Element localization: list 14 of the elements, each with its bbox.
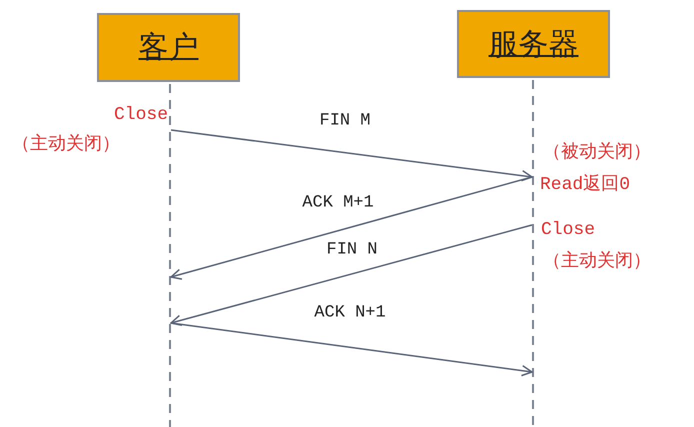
- lifeline: [169, 84, 171, 427]
- state-note: （主动关闭）: [543, 251, 651, 273]
- message-arrow: [170, 224, 532, 326]
- lifeline: [532, 80, 534, 427]
- state-note: Read返回0: [540, 174, 630, 196]
- state-note: （被动关闭）: [543, 142, 651, 164]
- participant-box: 客户: [97, 13, 240, 82]
- message-arrow: [170, 322, 533, 376]
- state-note: Close: [114, 104, 168, 126]
- message-arrow: [170, 129, 533, 182]
- state-note: （主动关闭）: [12, 134, 120, 156]
- state-note: Close: [541, 219, 596, 241]
- message-arrow: [170, 176, 532, 280]
- participant-box: 服务器: [457, 10, 610, 78]
